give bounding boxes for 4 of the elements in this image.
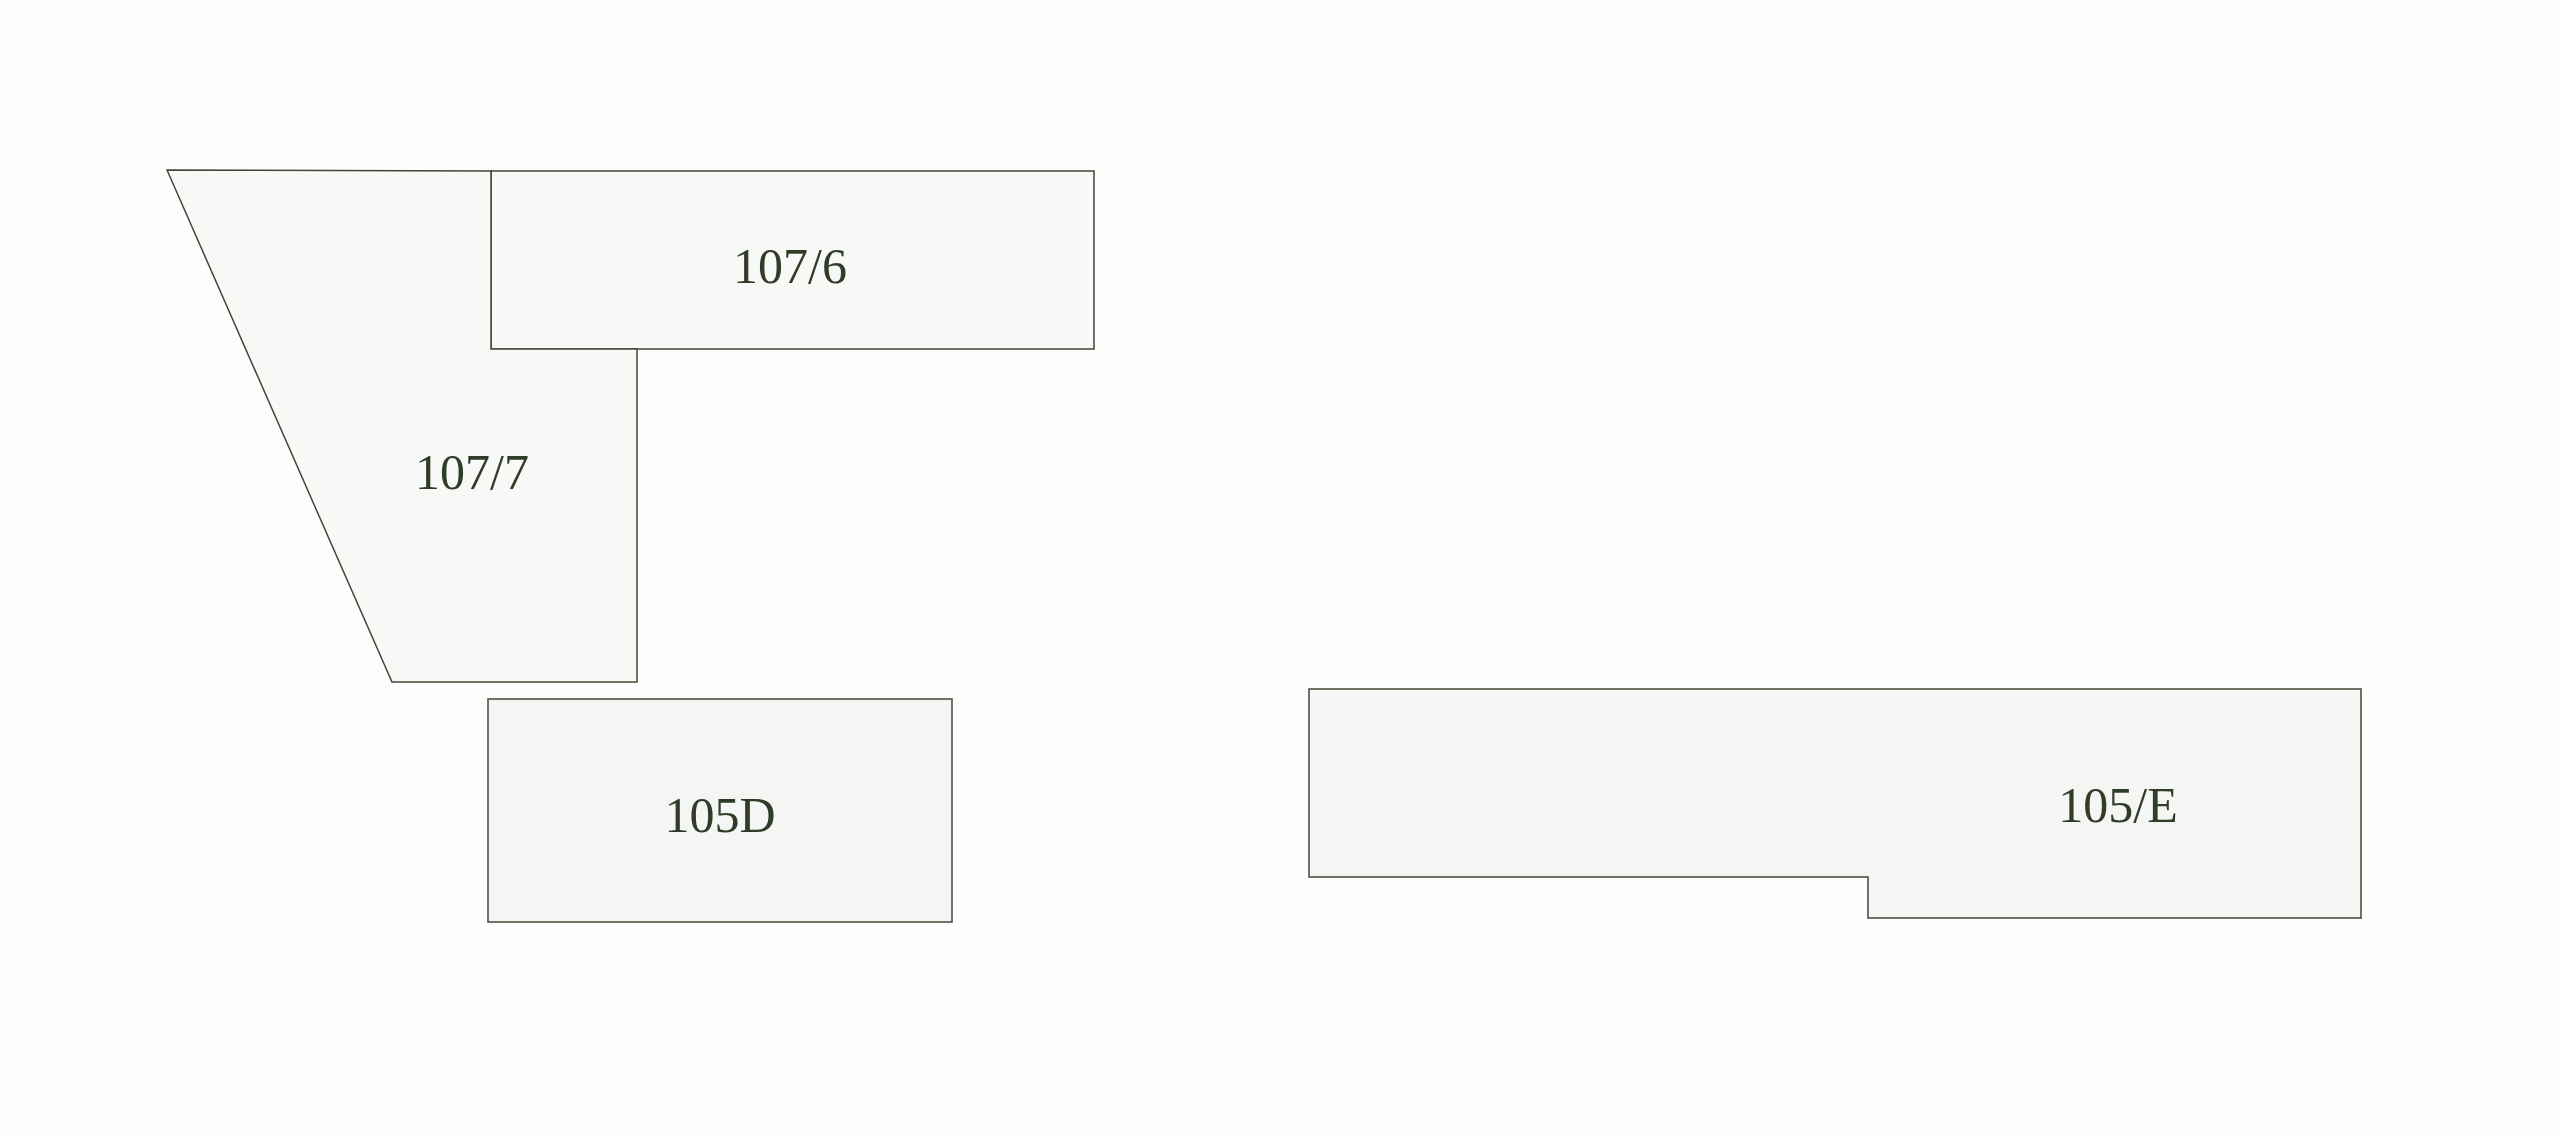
parcel-number: 107/7 bbox=[415, 447, 529, 497]
parcel-number: 107/6 bbox=[733, 241, 847, 291]
parcel-number: 105/E bbox=[2058, 780, 2178, 830]
parcel-number: 105D bbox=[664, 790, 776, 840]
